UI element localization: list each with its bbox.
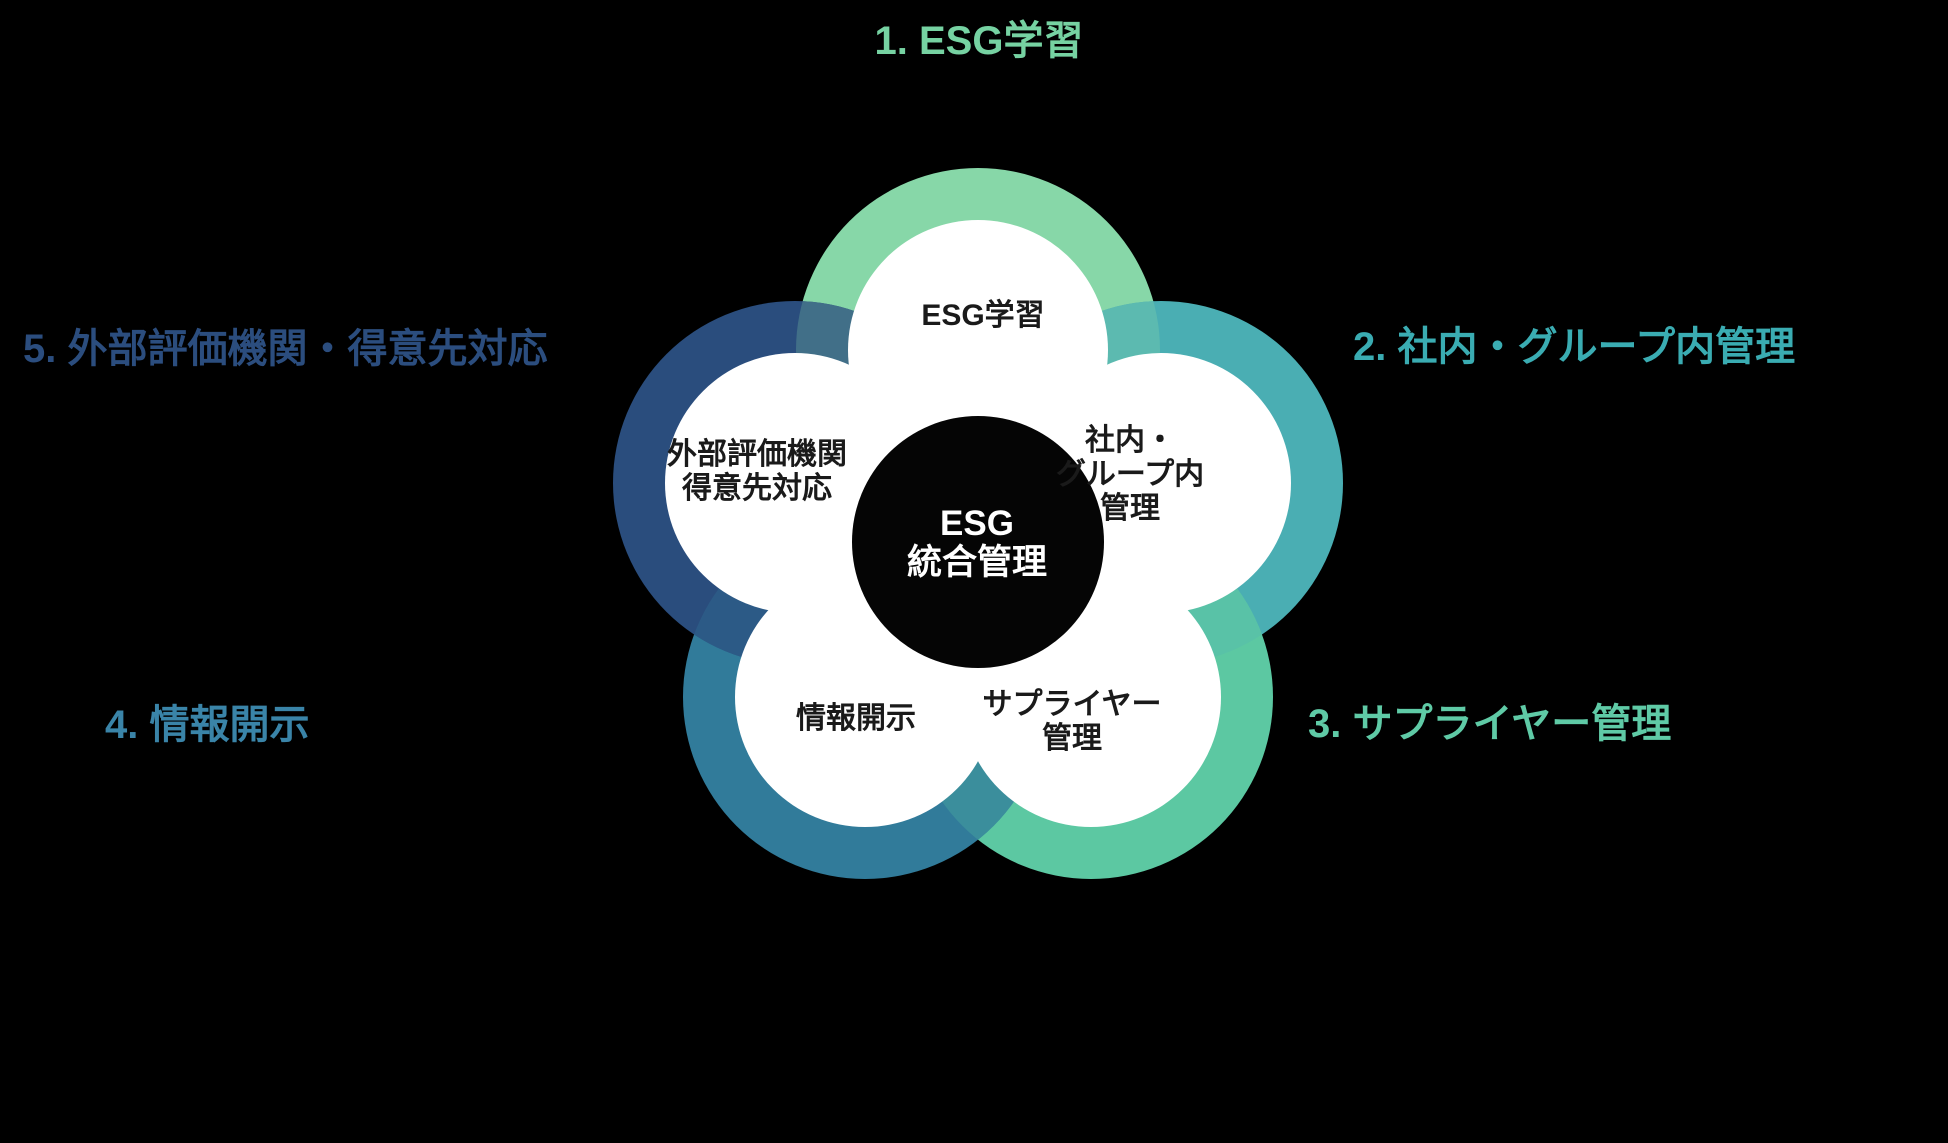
petal-inner-esg-learning	[848, 220, 1108, 480]
center-label: ESG 統合管理	[906, 504, 1048, 582]
outer-label-3: 3. サプライヤー管理	[1308, 702, 1672, 746]
outer-label-1: 1. ESG学習	[874, 19, 1084, 63]
outer-label-2: 2. 社内・グループ内管理	[1353, 325, 1796, 369]
petal-label-supplier-management: サプライヤー 管理	[982, 688, 1162, 755]
outer-label-5: 5. 外部評価機関・得意先対応	[23, 327, 548, 371]
petal-label-esg-learning: ESG学習	[921, 299, 1045, 332]
petal-label-internal-group-management: 社内・ グループ内 管理	[1055, 424, 1205, 525]
petal-label-external-rating-customers: 外部評価機関 得意先対応	[667, 438, 847, 505]
outer-label-4: 4. 情報開示	[105, 703, 310, 747]
petal-label-information-disclosure: 情報開示	[796, 702, 916, 735]
center-circle	[852, 416, 1104, 668]
